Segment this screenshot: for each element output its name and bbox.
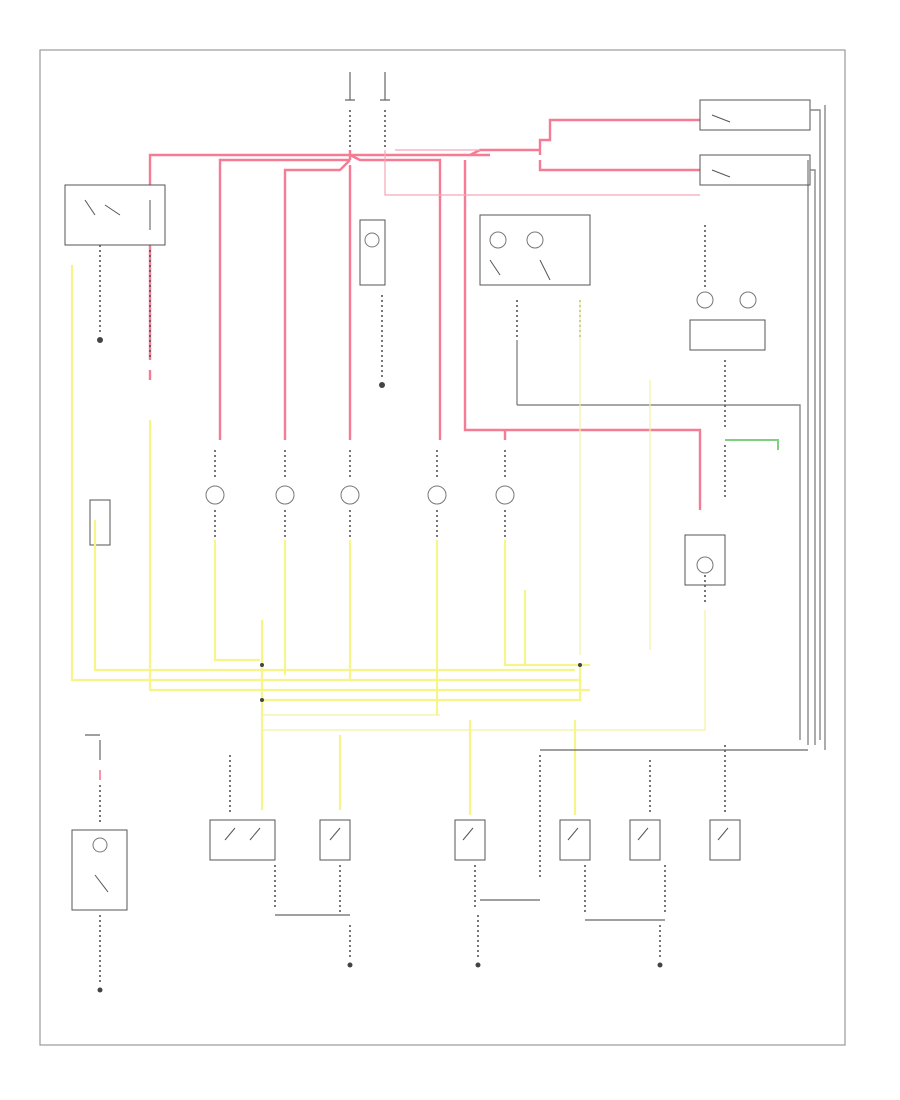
center-lamp — [359, 219, 386, 388]
yellow-ground-bus — [70, 265, 706, 815]
lamp-5 — [495, 485, 515, 505]
lamp-1 — [205, 485, 225, 505]
right-lamp-module — [479, 160, 809, 745]
far-right-module — [684, 225, 779, 605]
lamp-2 — [275, 485, 295, 505]
lamp-4 — [427, 485, 447, 505]
diagram-frame — [39, 49, 846, 1046]
red-power-bus — [148, 118, 702, 510]
lamp-row — [89, 450, 515, 546]
bottom-switch-row — [209, 745, 808, 968]
headlamp-switch — [64, 184, 166, 360]
bottom-left-module — [71, 734, 128, 993]
lamp-3 — [340, 485, 360, 505]
top-right-switches — [699, 99, 826, 750]
top-fuse-block — [345, 72, 390, 150]
